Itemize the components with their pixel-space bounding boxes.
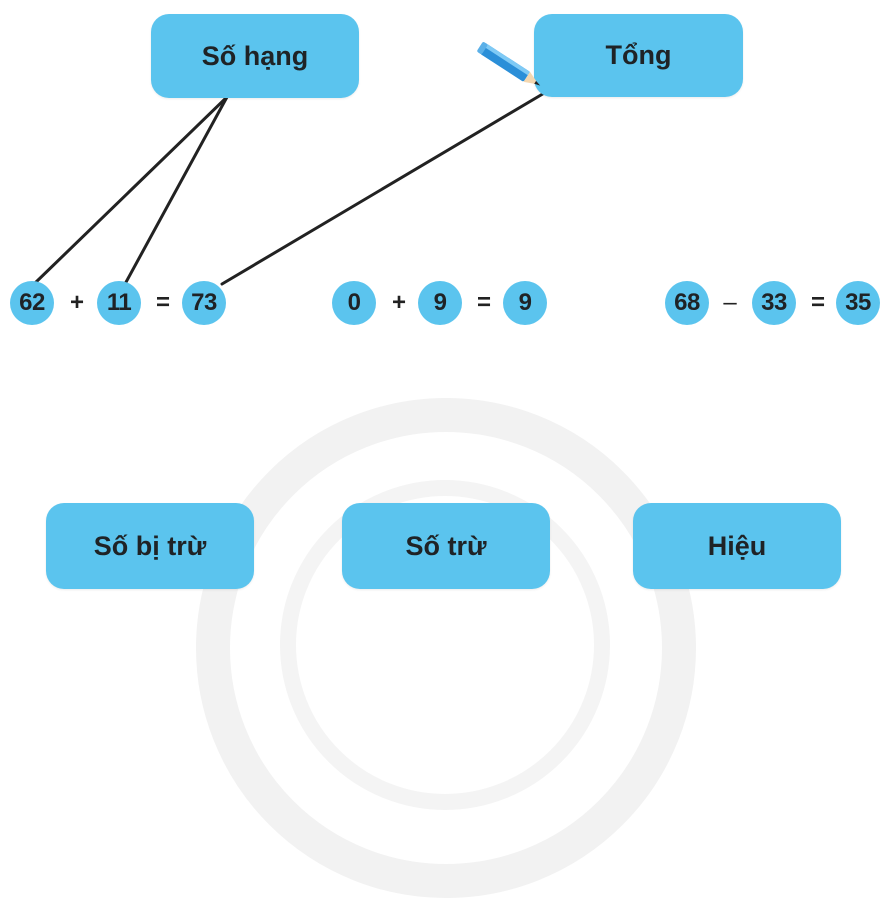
connector-line-addend-62 [32, 95, 229, 286]
minuend-label-box[interactable]: Số bị trừ [46, 503, 254, 589]
eq2-equals-sign: = [476, 289, 491, 316]
eq2-addend-1[interactable]: 0 [332, 281, 376, 325]
eq1-addend-1[interactable]: 62 [10, 281, 54, 325]
sum-label: Tổng [605, 40, 672, 70]
connector-line-addend-11 [123, 95, 229, 286]
connector-lines [32, 90, 548, 286]
addend-label: Số hạng [201, 40, 309, 71]
pencil-icon [477, 42, 541, 86]
eq1-addend-2[interactable]: 11 [97, 281, 141, 325]
addend-label-box[interactable]: Số hạng [151, 14, 359, 98]
subtrahend-label-box[interactable]: Số trừ [342, 503, 550, 589]
eq3-difference[interactable]: 35 [836, 281, 880, 325]
eq3-subtrahend[interactable]: 33 [752, 281, 796, 325]
subtrahend-label: Số trừ [405, 530, 487, 561]
eq1-plus-sign: + [69, 289, 84, 316]
minuend-label: Số bị trừ [93, 530, 207, 561]
eq2-addend-2[interactable]: 9 [418, 281, 462, 325]
eq2-sum[interactable]: 9 [503, 281, 547, 325]
eq3-equals-sign: = [810, 289, 825, 316]
connector-line-sum-73 [220, 90, 548, 286]
eq2-plus-sign: + [391, 289, 406, 316]
eq1-equals-sign: = [155, 289, 170, 316]
difference-label-box[interactable]: Hiệu [633, 503, 841, 589]
eq3-minuend[interactable]: 68 [665, 281, 709, 325]
eq3-minus-sign: – [723, 289, 737, 316]
eq1-sum[interactable]: 73 [182, 281, 226, 325]
difference-label: Hiệu [707, 530, 767, 561]
sum-label-box[interactable]: Tổng [534, 14, 743, 97]
